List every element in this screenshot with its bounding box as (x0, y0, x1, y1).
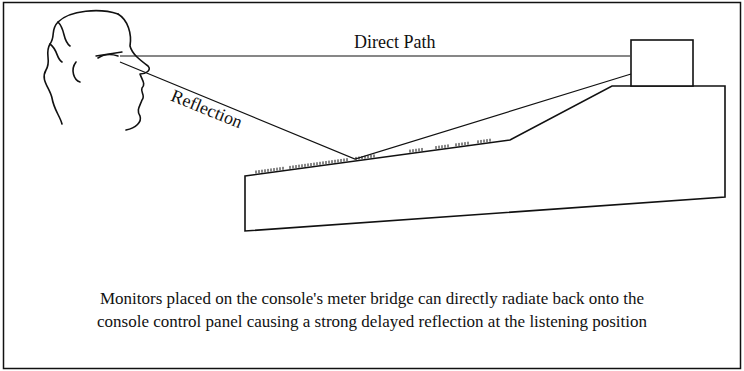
fader-stroke (323, 161, 324, 164)
fader-stroke (311, 163, 312, 166)
fader-stroke (347, 158, 348, 161)
fader-stroke (271, 168, 272, 171)
console (245, 86, 725, 231)
fader-stroke (484, 140, 485, 143)
listener-head (44, 11, 149, 130)
fader-stroke (308, 163, 309, 166)
fader-stroke (490, 139, 491, 142)
fader-stroke (368, 155, 369, 158)
fader-stroke (335, 160, 336, 163)
fader-stroke (422, 148, 423, 151)
fader-stroke (290, 166, 291, 169)
fader-stroke (265, 169, 266, 172)
fader-stroke (478, 140, 479, 143)
reflection-label: Reflection (168, 86, 245, 134)
fader-stroke (274, 168, 275, 171)
fader-stroke (445, 145, 446, 148)
fader-stroke (419, 148, 420, 151)
frame-border (4, 3, 741, 369)
fader-stroke (320, 162, 321, 165)
fader-rows (256, 139, 490, 174)
fader-stroke (359, 157, 360, 160)
fader-stroke (462, 143, 463, 146)
fader-stroke (374, 154, 375, 157)
fader-stroke (256, 171, 257, 174)
fader-stroke (448, 144, 449, 147)
fader-stroke (341, 159, 342, 162)
fader-stroke (439, 146, 440, 149)
path-label: Direct Path (354, 32, 435, 53)
fader-stroke (326, 161, 327, 164)
fader-stroke (410, 150, 411, 153)
fader-stroke (293, 165, 294, 168)
fader-stroke (344, 159, 345, 162)
fader-stroke (314, 163, 315, 166)
fader-stroke (262, 170, 263, 173)
direct-path-line (120, 55, 630, 56)
fader-stroke (283, 167, 284, 170)
fader-stroke (365, 156, 366, 159)
fader-stroke (413, 149, 414, 152)
fader-stroke (268, 169, 269, 172)
figure-caption: Monitors placed on the console's meter b… (72, 287, 672, 333)
fader-stroke (436, 146, 437, 149)
fader-stroke (277, 168, 278, 171)
fader-stroke (465, 142, 466, 145)
fader-stroke (296, 165, 297, 168)
fader-stroke (371, 155, 372, 158)
fader-stroke (302, 164, 303, 167)
fader-stroke (481, 140, 482, 143)
fader-stroke (338, 159, 339, 162)
fader-stroke (362, 156, 363, 159)
fader-stroke (459, 143, 460, 146)
fader-stroke (468, 142, 469, 145)
fader-stroke (442, 145, 443, 148)
fader-stroke (305, 164, 306, 167)
fader-stroke (329, 161, 330, 164)
fader-stroke (259, 170, 260, 173)
fader-stroke (317, 162, 318, 165)
monitor-speaker (631, 40, 693, 86)
fader-stroke (487, 139, 488, 142)
fader-stroke (456, 143, 457, 146)
fader-stroke (332, 160, 333, 163)
fader-stroke (356, 157, 357, 160)
fader-stroke (416, 149, 417, 152)
fader-stroke (299, 165, 300, 168)
fader-stroke (280, 167, 281, 170)
